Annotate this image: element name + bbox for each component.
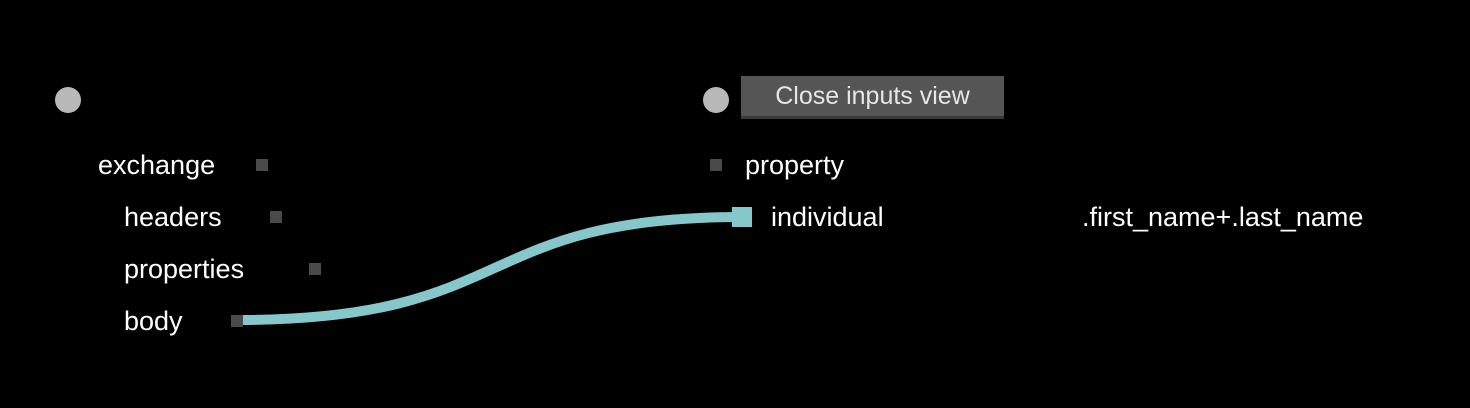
target-port-individual[interactable] bbox=[732, 207, 752, 227]
source-port-exchange[interactable] bbox=[256, 159, 268, 171]
target-node-handle-icon[interactable] bbox=[703, 87, 729, 113]
close-inputs-view-button[interactable]: Close inputs view bbox=[741, 76, 1004, 119]
target-port-property[interactable] bbox=[710, 159, 722, 171]
target-field-property[interactable]: property bbox=[745, 150, 845, 180]
source-port-headers[interactable] bbox=[270, 211, 282, 223]
source-field-body[interactable]: body bbox=[124, 306, 183, 336]
source-node-handle-icon[interactable] bbox=[55, 87, 81, 113]
individual-expression[interactable]: .first_name+.last_name bbox=[1082, 202, 1364, 232]
source-field-headers[interactable]: headers bbox=[124, 202, 222, 232]
source-port-properties[interactable] bbox=[309, 263, 321, 275]
target-field-individual[interactable]: individual bbox=[771, 202, 884, 232]
source-field-exchange[interactable]: exchange bbox=[98, 150, 216, 180]
source-field-properties[interactable]: properties bbox=[124, 254, 245, 284]
source-port-body[interactable] bbox=[231, 315, 243, 327]
